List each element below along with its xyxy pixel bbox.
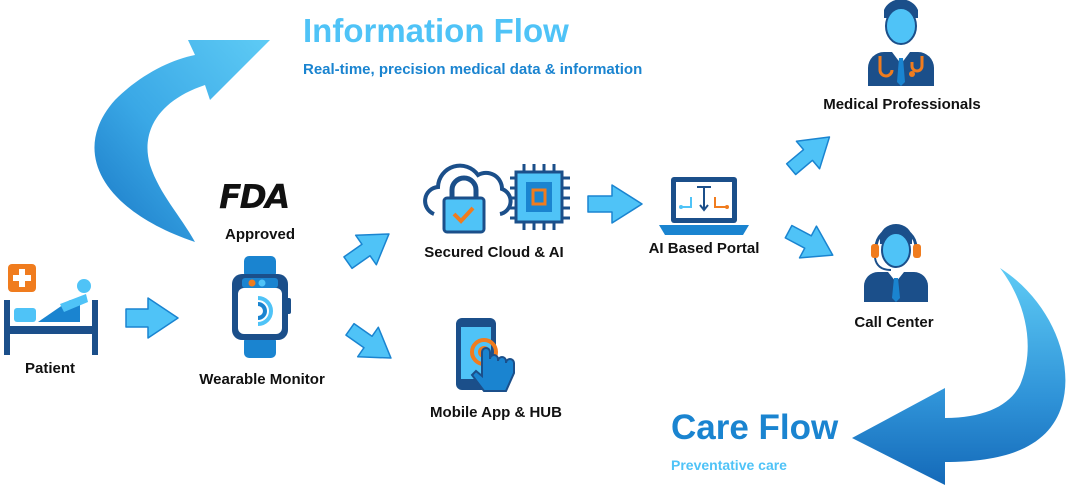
arrow-cloud-to-portal xyxy=(587,184,643,224)
doctor-icon xyxy=(868,0,934,86)
care-flow-title: Care Flow xyxy=(671,408,839,447)
fda-approved-label: Approved xyxy=(224,226,296,243)
secured-cloud-label: Secured Cloud & AI xyxy=(424,244,564,261)
arrow-wearable-to-cloud xyxy=(343,233,390,270)
call-center-label: Call Center xyxy=(854,314,934,331)
secure-cloud-icon xyxy=(423,163,570,234)
smartphone-touch-icon xyxy=(456,318,515,392)
arrow-patient-to-wearable xyxy=(125,297,179,339)
medical-professionals-label: Medical Professionals xyxy=(823,96,981,113)
wearable-monitor-label: Wearable Monitor xyxy=(199,371,325,388)
arrow-portal-to-medical xyxy=(785,136,831,176)
ai-portal-label: AI Based Portal xyxy=(648,240,760,257)
care-flow-subtitle: Preventative care xyxy=(671,457,787,473)
information-flow-title: Information Flow xyxy=(303,12,569,49)
laptop-icon xyxy=(659,177,749,235)
patient-label: Patient xyxy=(24,360,76,377)
fda-logo: FDA xyxy=(219,177,290,216)
arrow-wearable-to-mobile xyxy=(345,322,392,359)
arrow-portal-to-callcenter xyxy=(784,224,834,259)
information-flow-subtitle: Real-time, precision medical data & info… xyxy=(303,61,643,78)
smartwatch-icon xyxy=(232,256,291,358)
hospital-bed-icon xyxy=(4,264,98,355)
mobile-app-label: Mobile App & HUB xyxy=(430,404,562,421)
headset-agent-icon xyxy=(864,224,928,302)
